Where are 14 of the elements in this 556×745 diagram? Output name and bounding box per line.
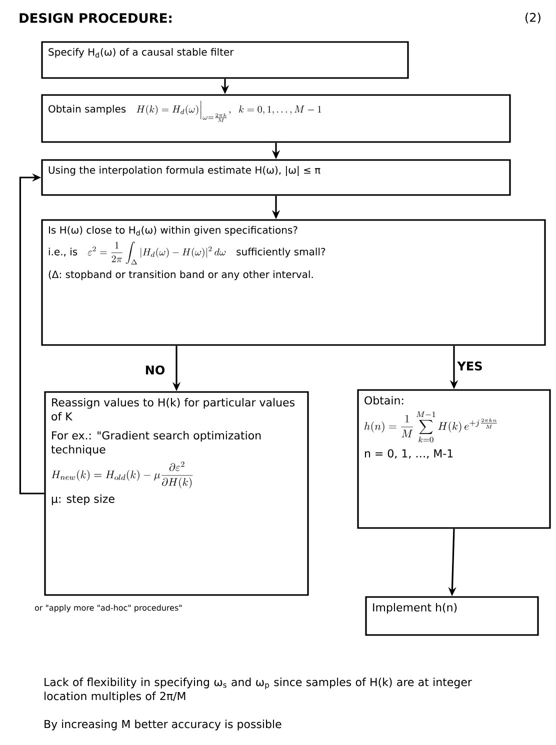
note: By increasing M better accuracy is possible [44,720,282,730]
title: DESIGN PROCEDURE: [20,13,172,23]
note: Lack of flexibility in specifying ω$_{s}$ and ω$_{p}$ since samples of H(k) are at integer location multiples of 2π/M [44,678,472,702]
footnote: or "apply more "ad-hoc" procedures" [34,604,182,612]
process-box: Implement h(n) [365,596,539,636]
edge-label: YES [455,359,485,373]
process-box: Is H(ω) close to H$_{d}$(ω) within given specifications? i.e., is $\varepsilon^2 = \frac{1}{2\pi}\int_{\Delta} |H_d(\omega) - H(\omega)|^2\, d\omega$ sufficiently small? (Δ: stopband or transition band or any other interval. [41,219,546,346]
process-box: Obtain samples $H(k) = H_d(\omega)\Big|_{\omega = \frac{2\pi k}{M}} ,\;\; k = 0, 1, \ldots, M-1$ [41,94,511,143]
process-box: Specify H$_{d}$(ω) of a causal stable filter [41,41,409,79]
process-box: Reassign values to H(k) for particular values of K For ex.: "Gradient search optimization technique $H_{new}(k) = H_{old}(k) - \mu \frac{\partial \varepsilon^2}{\partial H(k)}$ μ: step size [44,391,309,596]
note: (2) [526,12,540,24]
process-box: Using the interpolation formula estimate H(ω), |ω| ≤ π [41,159,511,196]
process-box: Obtain: $h(n) = \frac{1}{M}\sum_{k=0}^{M-1} H(k)\, e^{+j\frac{2\pi k n}{M}}$ n = 0, 1, …, M-1 [357,389,551,529]
arrow [19,173,44,494]
